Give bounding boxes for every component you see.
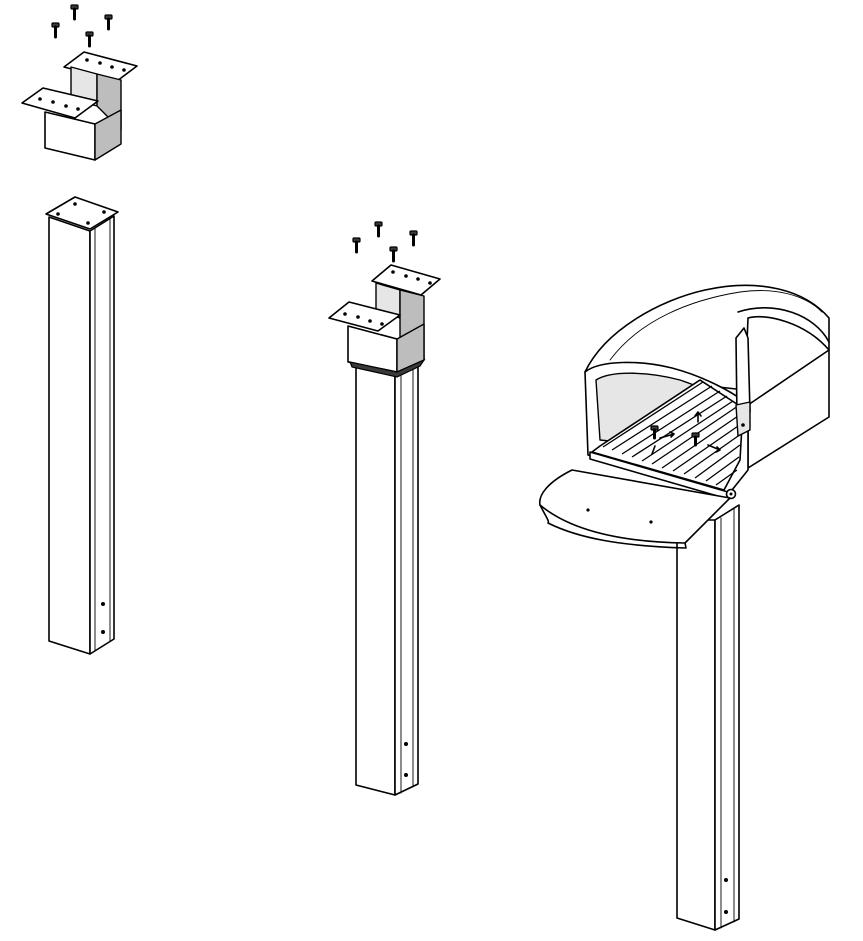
screw bbox=[374, 221, 383, 238]
stage-3-post bbox=[676, 504, 740, 931]
stage-2 bbox=[328, 221, 441, 796]
screw bbox=[70, 4, 79, 21]
stage-2-screws bbox=[352, 221, 418, 263]
screw bbox=[352, 237, 361, 254]
stage-2-bracket bbox=[328, 264, 441, 378]
stage-1-screws bbox=[51, 4, 113, 48]
floor-slats bbox=[602, 381, 742, 486]
screw bbox=[389, 246, 398, 263]
screw bbox=[85, 31, 94, 48]
screw bbox=[409, 230, 418, 247]
stage-2-post bbox=[355, 364, 419, 796]
screw bbox=[104, 14, 113, 31]
stage-1 bbox=[21, 4, 138, 655]
floor-screws bbox=[650, 411, 721, 455]
mailbox bbox=[584, 284, 830, 500]
stage-3 bbox=[539, 284, 830, 931]
mailbox-flag bbox=[735, 327, 751, 437]
mailbox-door bbox=[539, 469, 731, 549]
stage-1-bracket bbox=[21, 51, 138, 161]
screw bbox=[51, 22, 60, 39]
stage-1-post bbox=[45, 196, 119, 655]
